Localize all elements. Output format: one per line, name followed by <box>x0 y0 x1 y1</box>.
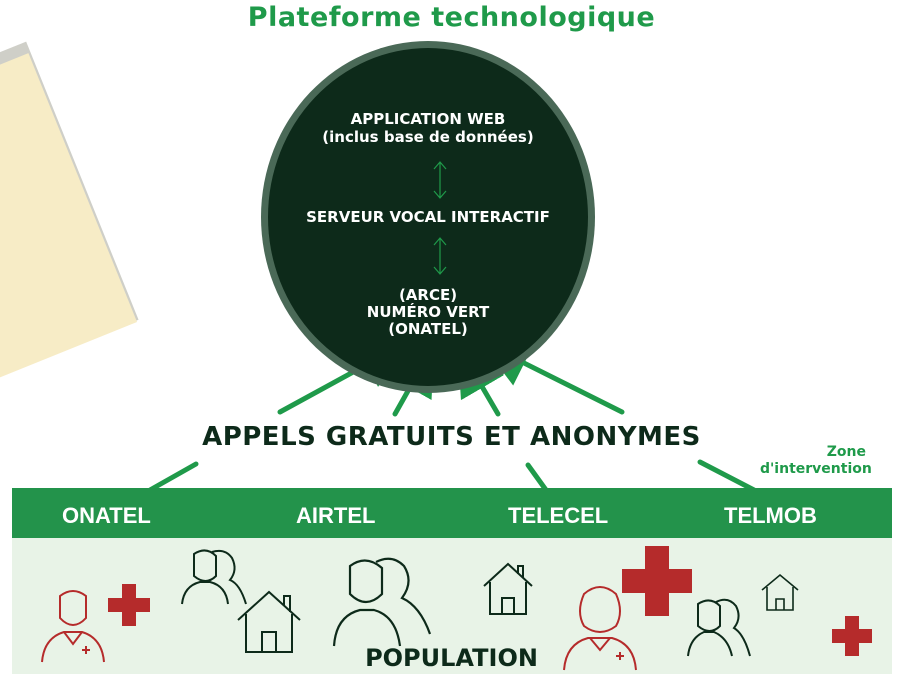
people-icon <box>332 557 432 647</box>
onatel-label: (ONATEL) <box>388 320 468 338</box>
health-cross-icon <box>108 584 150 626</box>
double-arrow-icon <box>433 237 447 275</box>
green-number-label: NUMÉRO VERT <box>366 303 490 321</box>
house-icon <box>483 562 533 615</box>
people-icon <box>687 598 751 657</box>
house-icon <box>237 590 301 653</box>
diagram-title: Plateforme technologique <box>247 2 656 33</box>
ivr-label: SERVEUR VOCAL INTERACTIF <box>306 208 550 226</box>
web-app-label: APPLICATION WEB <box>350 110 506 128</box>
operator-airtel: AIRTEL <box>296 503 376 528</box>
population-label: POPULATION <box>365 644 538 672</box>
health-cross-icon <box>622 546 692 616</box>
database-label: (inclus base de données) <box>322 128 534 146</box>
doctor-icon <box>41 590 105 663</box>
people-icon <box>181 549 247 605</box>
nurse-icon <box>563 586 637 671</box>
arce-label: (ARCE) <box>398 286 458 304</box>
house-icon <box>761 573 799 611</box>
population-area <box>12 538 892 674</box>
link-onatel <box>147 461 199 493</box>
zone-label: Zone d'intervention <box>760 444 872 477</box>
operator-onatel: ONATEL <box>62 503 151 528</box>
platform-circle <box>268 48 588 386</box>
health-cross-icon <box>832 616 872 656</box>
arrow-telmob <box>479 340 625 415</box>
link-telmob <box>697 459 757 493</box>
free-calls-label: APPELS GRATUITS ET ANONYMES <box>202 422 701 452</box>
operator-telmob: TELMOB <box>724 503 817 528</box>
link-telecel <box>525 462 549 493</box>
operators-band <box>12 488 892 538</box>
double-arrow-icon <box>433 161 447 199</box>
operator-telecel: TELECEL <box>508 503 609 528</box>
